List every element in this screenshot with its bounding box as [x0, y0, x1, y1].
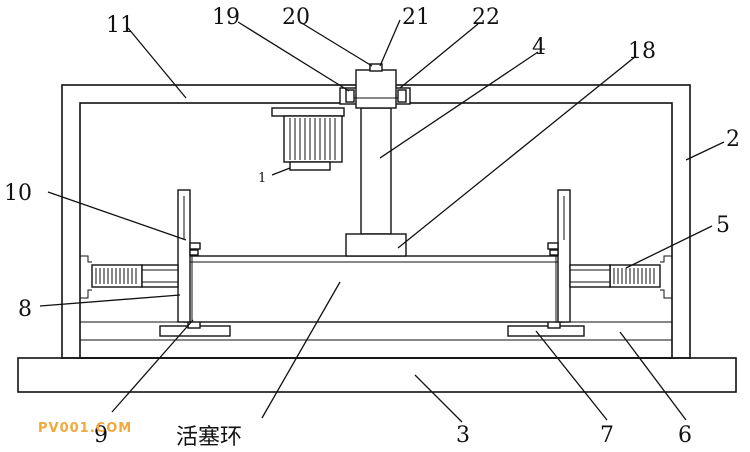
clamp-plate-right: [547, 189, 571, 323]
label-9: 9: [94, 423, 108, 448]
clamp-plate-left: [177, 189, 201, 323]
spring-assembly-left: [80, 255, 179, 299]
motor: [271, 107, 345, 171]
label-5: 5: [716, 213, 730, 238]
base-plate: [17, 357, 737, 393]
vertical-shaft: [360, 107, 392, 235]
label-1: 1: [258, 171, 266, 186]
spring-assembly-right: [569, 255, 672, 299]
label-10: 10: [4, 181, 32, 206]
label-18: 18: [628, 39, 656, 64]
leader-lines: [39, 19, 725, 423]
label-3: 3: [456, 423, 470, 448]
clamp-block-left: [159, 317, 231, 337]
label-21: 21: [402, 5, 430, 30]
label-6: 6: [678, 423, 692, 448]
label-20: 20: [282, 5, 310, 30]
shaft-collar: [345, 233, 407, 257]
top-drive: [339, 63, 411, 109]
label-7: 7: [600, 423, 614, 448]
label-8: 8: [18, 297, 32, 322]
label-4: 4: [532, 35, 546, 60]
label-piston-ring: 活塞环: [176, 425, 242, 450]
label-22: 22: [472, 5, 500, 30]
label-2: 2: [726, 127, 740, 152]
label-11: 11: [106, 13, 134, 38]
label-19: 19: [212, 5, 240, 30]
watermark: PV001.COM: [38, 421, 132, 436]
piston-ring-body: [183, 255, 565, 323]
